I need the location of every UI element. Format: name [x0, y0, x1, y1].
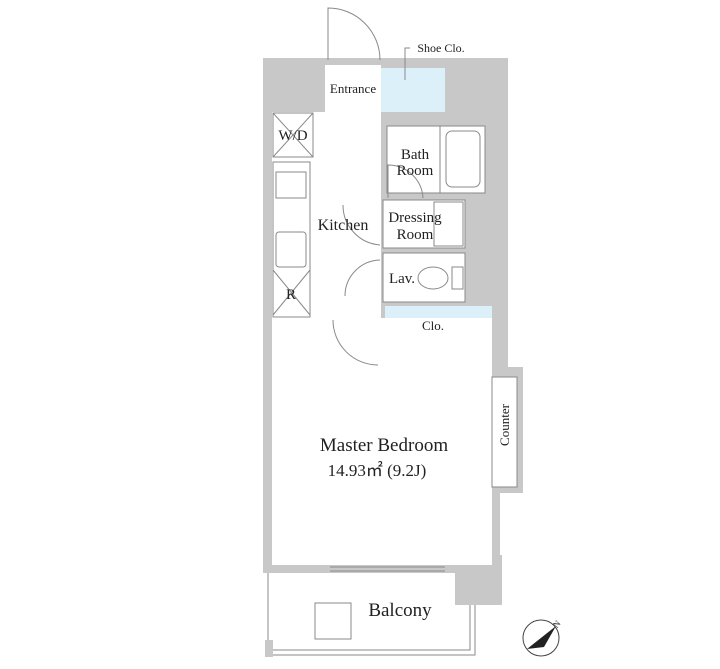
lavatory-door	[344, 259, 381, 297]
dressing-room-label-1: Dressing	[388, 210, 442, 226]
refrigerator-cross	[272, 269, 311, 316]
balcony-unit	[314, 602, 352, 640]
shoe-closet-leader	[404, 47, 410, 80]
shoe-closet-area	[381, 68, 445, 112]
bath-door	[387, 164, 424, 199]
sink-icon	[275, 231, 307, 268]
balcony-post	[265, 640, 273, 657]
master-bedroom-area: 14.93㎡ (9.2J)	[328, 461, 427, 480]
vanity	[433, 201, 464, 247]
shoe-closet-label: Shoe Clo.	[417, 41, 464, 55]
bath-room-label-2: Room	[397, 163, 434, 179]
closet-label: Clo.	[422, 318, 444, 333]
bathtub-inner	[445, 130, 481, 188]
compass-icon	[522, 619, 560, 657]
refrigerator-label: R	[286, 287, 296, 303]
bedroom-area	[272, 318, 492, 565]
entrance-label: Entrance	[330, 81, 376, 96]
lavatory-label: Lav.	[389, 271, 415, 287]
compass-north-label: N	[551, 618, 563, 630]
stove-icon	[275, 171, 307, 199]
bedroom-door	[332, 319, 379, 366]
kitchen-door	[342, 204, 381, 246]
toilet-tank	[451, 266, 464, 290]
entrance-area	[325, 65, 381, 113]
counter-label: Counter	[497, 403, 512, 446]
bath-room-label-1: Bath	[401, 147, 430, 163]
kitchen-label: Kitchen	[318, 217, 369, 234]
master-bedroom-label: Master Bedroom	[320, 435, 448, 456]
balcony-inner	[272, 605, 471, 651]
counter-area	[491, 376, 518, 488]
entrance-door	[327, 7, 381, 61]
washer-dryer-label: W/D	[278, 128, 307, 144]
dressing-room-label-2: Room	[397, 227, 434, 243]
balcony-label: Balcony	[368, 600, 432, 621]
toilet-icon	[417, 266, 449, 290]
washer-dryer-cross	[272, 112, 314, 158]
balcony-outline	[267, 573, 476, 656]
